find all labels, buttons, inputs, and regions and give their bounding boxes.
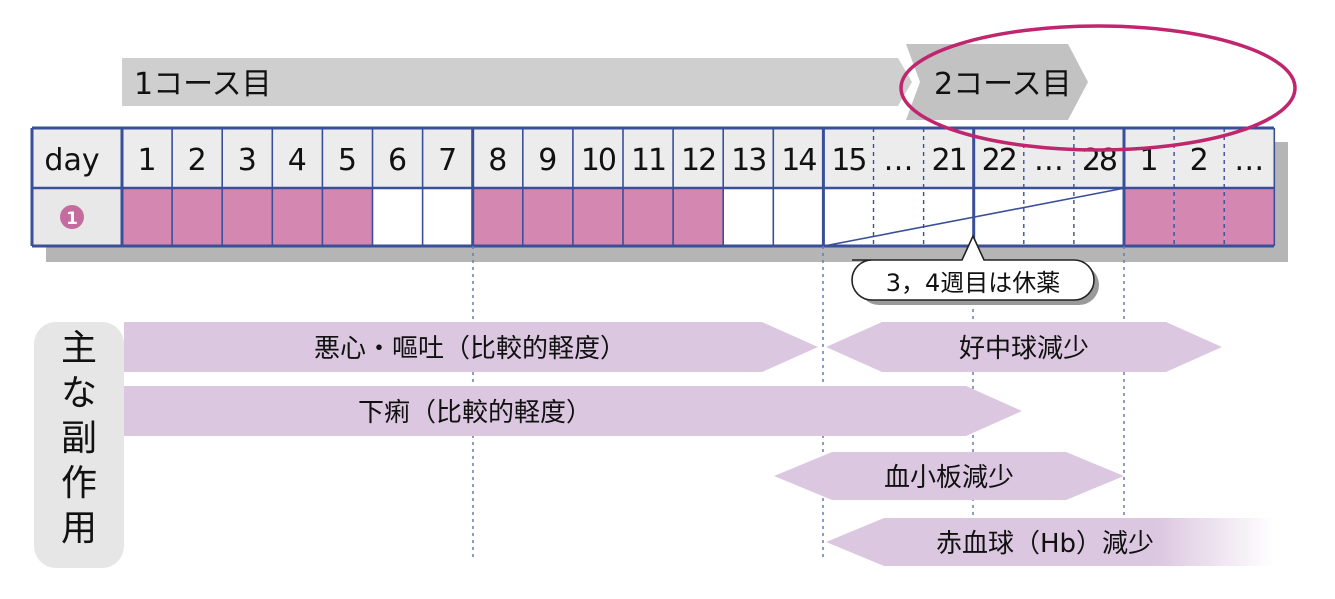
day-label-14: 14	[781, 143, 816, 178]
day-label-16: …	[884, 143, 914, 178]
dose-cell-2	[172, 188, 223, 246]
side-effects-panel	[34, 322, 124, 568]
course1-label: 1コース目	[134, 67, 272, 102]
course2-label: 2コース目	[934, 67, 1072, 102]
panel-label-char: 用	[61, 508, 97, 549]
rest-callout: 3，4週目は休薬	[851, 234, 1099, 305]
day-label-15: 15	[831, 143, 865, 178]
thrombocytopenia-bar	[774, 452, 1124, 500]
day-label-13: 13	[731, 143, 765, 178]
anemia-bar	[826, 518, 1274, 566]
panel-label-char: 作	[61, 463, 97, 504]
panel-label-char: な	[61, 373, 97, 414]
panel-label-char: 主	[61, 328, 97, 369]
day-label-1: 1	[138, 143, 157, 178]
anemia-label: 赤血球（Hb）減少	[936, 529, 1154, 559]
dose-cells	[122, 188, 1275, 246]
dose-cell-3	[222, 188, 273, 246]
day-label-3: 3	[238, 143, 257, 178]
day-label-2: 2	[188, 143, 207, 178]
dose-cell-23	[1224, 188, 1275, 246]
day-label-21: 1	[1140, 143, 1159, 178]
diarrhea-bar	[124, 386, 1022, 436]
course1-arrow	[122, 58, 912, 106]
dose-cell-1	[122, 188, 173, 246]
nausea-label: 悪心・嘔吐（比較的軽度）	[314, 334, 626, 364]
dose-cell-21	[1124, 188, 1175, 246]
schedule-header-row	[32, 128, 1274, 188]
day-label-6: 6	[388, 143, 407, 178]
day-label-7: 7	[438, 143, 457, 178]
nausea-bar	[124, 322, 818, 372]
drug-marker-circle	[60, 205, 84, 229]
thrombocytopenia-label: 血小板減少	[884, 463, 1014, 493]
diarrhea-label: 下痢（比較的軽度）	[358, 398, 592, 428]
dose-cell-11	[623, 188, 674, 246]
dose-cell-4	[272, 188, 323, 246]
day-label-18: 22	[982, 143, 1016, 178]
panel-label-char: 副	[61, 418, 97, 459]
neutropenia-label: 好中球減少	[959, 334, 1089, 364]
day-label-8: 8	[488, 143, 507, 178]
day-label-17: 21	[932, 143, 966, 178]
day-label-22: 2	[1190, 143, 1209, 178]
rest-callout-text: 3，4週目は休薬	[886, 269, 1061, 297]
dose-cell-9	[522, 188, 573, 246]
course2-highlight-oval	[899, 24, 1297, 152]
side-effects-panel-label: 主な副作用	[61, 328, 97, 549]
day-label-12: 12	[681, 143, 715, 178]
neutropenia-bar	[826, 322, 1222, 372]
dose-cell-22	[1174, 188, 1225, 246]
day-label-9: 9	[538, 143, 557, 178]
dose-cell-12	[673, 188, 724, 246]
drug-marker-label: 1	[66, 209, 78, 229]
course2-arrow	[906, 44, 1088, 120]
dose-cell-10	[572, 188, 623, 246]
day-label-5: 5	[338, 143, 357, 178]
day-label-4: 4	[288, 143, 307, 178]
day-label-10: 10	[581, 143, 616, 178]
day-header-label: day	[44, 143, 99, 178]
svg-text:主な副作用: 主な副作用	[61, 328, 97, 549]
dose-cell-5	[322, 188, 373, 246]
day-label-11: 11	[631, 143, 665, 178]
day-label-23: …	[1234, 143, 1264, 178]
dose-cell-8	[472, 188, 523, 246]
